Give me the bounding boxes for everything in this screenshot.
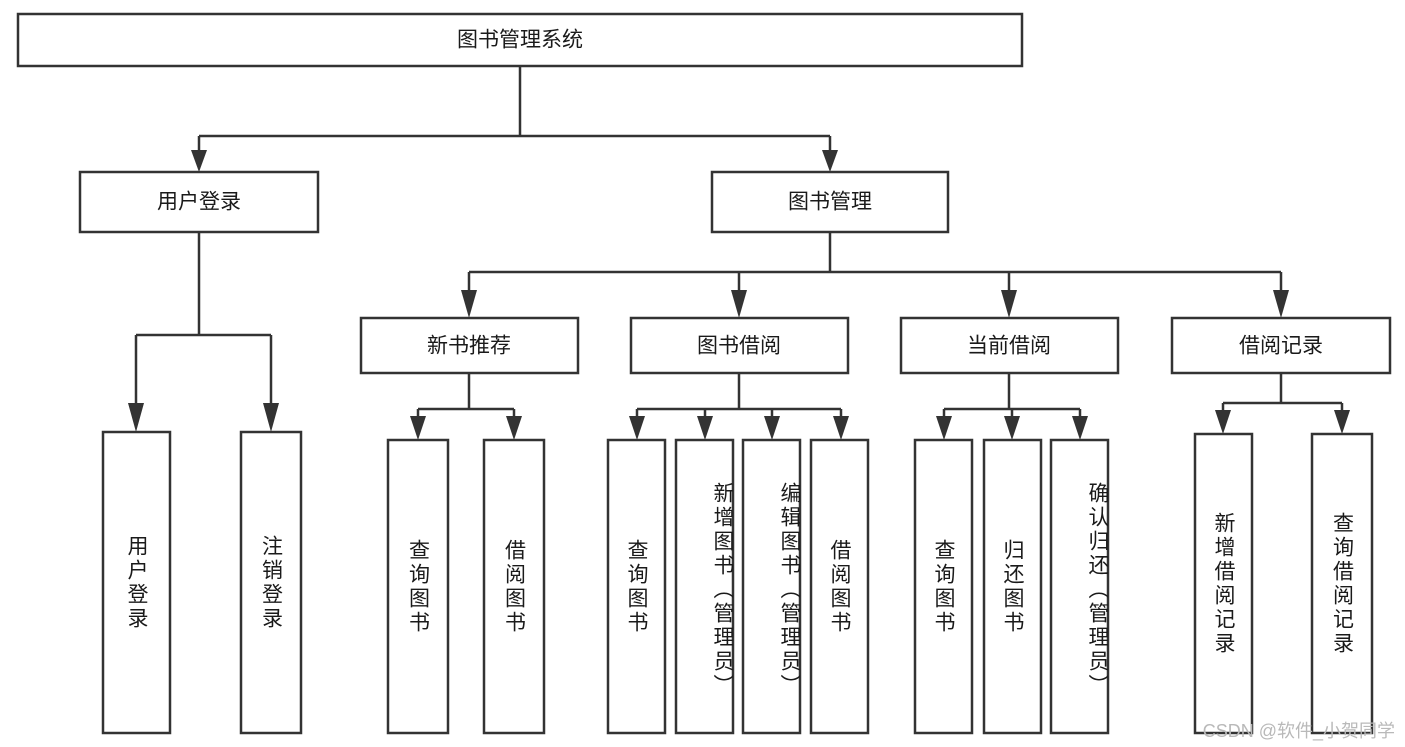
node-book-borrow[interactable]: 图书借阅 (629, 316, 850, 375)
node-current-borrow-label: 当前借阅 (967, 335, 1051, 358)
node-leaf-confirm-return-box[interactable] (1049, 438, 1110, 735)
node-current-borrow[interactable]: 当前借阅 (899, 316, 1120, 375)
node-leaf-user-login-box[interactable] (101, 430, 172, 735)
node-leaf-borrow-book-2-textwrap: 借阅图书 (828, 538, 851, 635)
node-leaf-edit-book-textwrap: 编辑图书（管理员） (778, 481, 800, 698)
arrow-head-book-manage (822, 150, 838, 172)
arrow-head-leaf-edit-book (764, 416, 780, 440)
arrow-head-leaf-return-book (1004, 416, 1020, 440)
node-leaf-add-book-box[interactable] (674, 438, 735, 735)
node-leaf-query-book-3-box[interactable] (913, 438, 974, 735)
arrow-head-leaf-query-book-2 (629, 416, 645, 440)
node-leaf-add-record-box[interactable] (1193, 432, 1254, 735)
node-book-borrow-box[interactable] (629, 316, 850, 375)
node-leaf-borrow-book-1-label: 借阅图书 (502, 538, 526, 635)
node-leaf-query-record[interactable]: 查询借阅记录 (1310, 432, 1374, 735)
node-leaf-query-record-box[interactable] (1310, 432, 1374, 735)
arrow-head-leaf-borrow-book-2 (833, 416, 849, 440)
arrow-head-user-login (191, 150, 207, 172)
node-leaf-query-book-3-textwrap: 查询图书 (932, 538, 955, 635)
node-leaf-add-book-label: 新增图书（管理员） (711, 481, 733, 698)
arrow-head-current-borrow (1001, 290, 1017, 318)
arrow-head-leaf-query-record (1334, 410, 1350, 434)
node-leaf-borrow-book-1-box[interactable] (482, 438, 546, 735)
node-user-login-box[interactable] (78, 170, 320, 234)
node-leaf-user-login-label: 用户登录 (125, 534, 148, 631)
node-leaf-user-login-textwrap: 用户登录 (125, 534, 148, 631)
connector-layer (128, 66, 1350, 440)
node-book-manage-box[interactable] (710, 170, 950, 234)
node-leaf-add-book-textwrap: 新增图书（管理员） (711, 481, 733, 698)
node-leaf-return-book-box[interactable] (982, 438, 1043, 735)
node-leaf-query-book-2[interactable]: 查询图书 (606, 438, 667, 735)
node-user-login[interactable]: 用户登录 (78, 170, 320, 234)
node-leaf-query-book-3[interactable]: 查询图书 (913, 438, 974, 735)
node-leaf-borrow-book-2[interactable]: 借阅图书 (809, 438, 870, 735)
node-leaf-borrow-book-1[interactable]: 借阅图书 (482, 438, 546, 735)
node-root[interactable]: 图书管理系统 (16, 12, 1024, 68)
node-borrow-record-label: 借阅记录 (1239, 335, 1323, 358)
node-leaf-logout-login-label: 注销登录 (259, 534, 283, 631)
node-leaf-query-book-2-label: 查询图书 (625, 538, 648, 635)
node-leaf-add-record[interactable]: 新增借阅记录 (1193, 432, 1254, 735)
arrow-head-leaf-borrow-book-1 (506, 416, 522, 440)
node-leaf-add-record-textwrap: 新增借阅记录 (1212, 511, 1235, 656)
node-leaf-add-record-label: 新增借阅记录 (1212, 511, 1235, 656)
arrow-head-leaf-add-book (697, 416, 713, 440)
arrow-head-leaf-confirm-return (1072, 416, 1088, 440)
node-root-label: 图书管理系统 (457, 29, 583, 52)
node-leaf-confirm-return-label: 确认归还（管理员） (1086, 481, 1108, 698)
node-leaf-edit-book[interactable]: 编辑图书（管理员） (741, 438, 802, 735)
node-leaf-edit-book-box[interactable] (741, 438, 802, 735)
node-leaf-query-record-label: 查询借阅记录 (1330, 511, 1354, 656)
node-new-book-recommend[interactable]: 新书推荐 (359, 316, 580, 375)
node-leaf-add-book[interactable]: 新增图书（管理员） (674, 438, 735, 735)
arrow-head-leaf-query-book-1 (410, 416, 426, 440)
node-book-manage[interactable]: 图书管理 (710, 170, 950, 234)
node-leaf-query-book-1-textwrap: 查询图书 (406, 538, 430, 635)
arrow-head-leaf-logout-login (263, 403, 279, 432)
node-borrow-record-box[interactable] (1170, 316, 1392, 375)
node-leaf-query-book-1[interactable]: 查询图书 (386, 438, 450, 735)
node-new-book-recommend-label: 新书推荐 (427, 335, 511, 358)
arrow-head-new-book-recommend (461, 290, 477, 318)
arrow-head-leaf-query-book-3 (936, 416, 952, 440)
node-leaf-borrow-book-2-box[interactable] (809, 438, 870, 735)
node-leaf-return-book-label: 归还图书 (1001, 538, 1024, 635)
node-leaf-query-book-2-box[interactable] (606, 438, 667, 735)
node-new-book-recommend-box[interactable] (359, 316, 580, 375)
arrow-head-borrow-record (1273, 290, 1289, 318)
node-leaf-query-record-textwrap: 查询借阅记录 (1330, 511, 1354, 656)
node-borrow-record[interactable]: 借阅记录 (1170, 316, 1392, 375)
node-leaf-borrow-book-1-textwrap: 借阅图书 (502, 538, 526, 635)
arrow-head-leaf-user-login (128, 403, 144, 432)
node-leaf-logout-login-textwrap: 注销登录 (259, 534, 283, 631)
node-leaf-user-login[interactable]: 用户登录 (101, 430, 172, 735)
node-leaf-edit-book-label: 编辑图书（管理员） (778, 481, 800, 698)
node-current-borrow-box[interactable] (899, 316, 1120, 375)
node-root-box[interactable] (16, 12, 1024, 68)
node-leaf-logout-login[interactable]: 注销登录 (239, 430, 303, 735)
node-leaf-borrow-book-2-label: 借阅图书 (828, 538, 851, 635)
node-leaf-confirm-return-textwrap: 确认归还（管理员） (1086, 481, 1108, 698)
node-leaf-return-book-textwrap: 归还图书 (1001, 538, 1024, 635)
node-leaf-query-book-1-label: 查询图书 (406, 538, 430, 635)
node-leaf-logout-login-box[interactable] (239, 430, 303, 735)
arrow-head-book-borrow (731, 290, 747, 318)
node-leaf-query-book-1-box[interactable] (386, 438, 450, 735)
node-leaf-confirm-return[interactable]: 确认归还（管理员） (1049, 438, 1110, 735)
node-book-manage-label: 图书管理 (788, 191, 872, 214)
node-leaf-return-book[interactable]: 归还图书 (982, 438, 1043, 735)
arrow-head-leaf-add-record (1215, 410, 1231, 434)
node-book-borrow-label: 图书借阅 (697, 335, 781, 358)
node-user-login-label: 用户登录 (157, 191, 241, 214)
node-leaf-query-book-2-textwrap: 查询图书 (625, 538, 648, 635)
node-leaf-query-book-3-label: 查询图书 (932, 538, 955, 635)
